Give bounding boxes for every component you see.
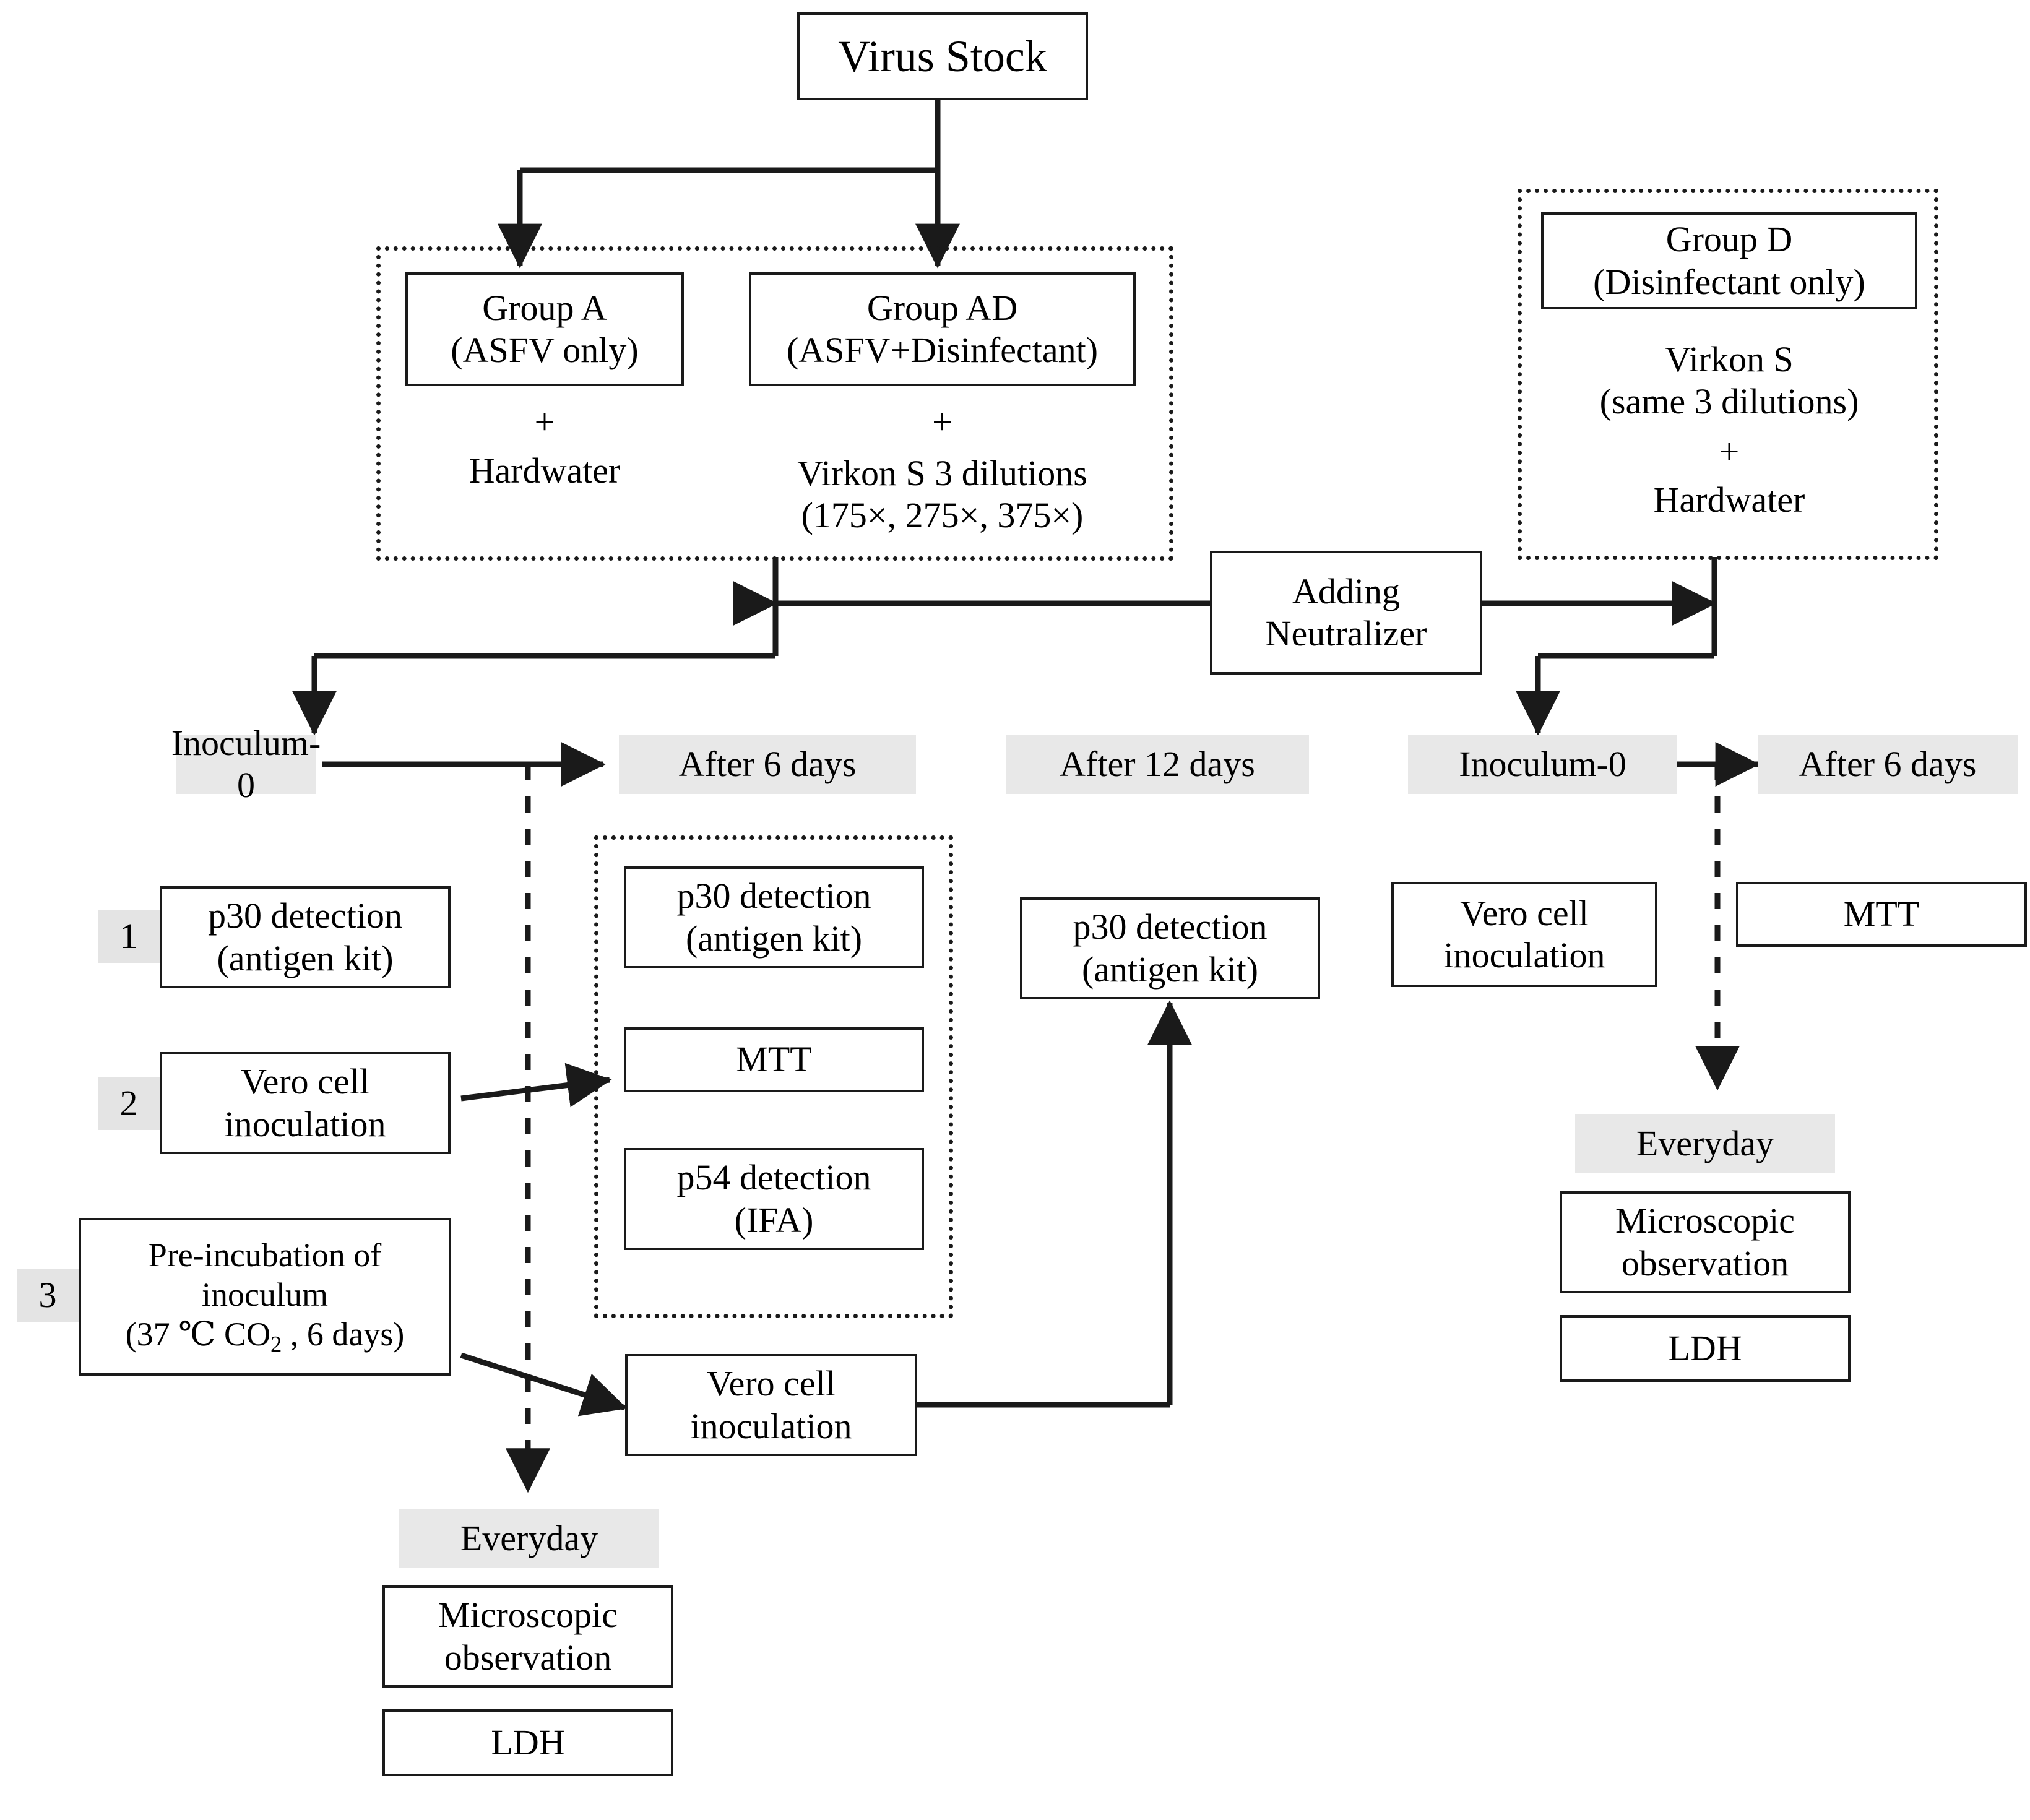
after12-label: After 12 days [1060, 743, 1255, 784]
neutralizer-line2: Neutralizer [1265, 613, 1427, 653]
header-inoculum0-left: Inoculum-0 [171, 723, 321, 805]
micro-right-line2: observation [1621, 1243, 1789, 1283]
right-vero-line2: inoculation [1443, 935, 1605, 975]
group-d-plus-label: + [1719, 431, 1740, 472]
badge-2-label: 2 [119, 1082, 138, 1123]
preinc-line3b: , 6 days) [282, 1315, 405, 1353]
group-ad-agent: Virkon S 3 dilutions (175×, 275×, 375×) [736, 448, 1148, 541]
header-after12: After 12 days [1006, 735, 1309, 794]
d6-p54-line2: (IFA) [734, 1199, 814, 1240]
preinc-line3-subscript: 2 [270, 1331, 282, 1357]
group-d-plus: + [1529, 431, 1930, 472]
header-after6-left: After 6 days [619, 735, 916, 794]
group-d-agent3: Hardwater [1529, 480, 1930, 520]
micro-left-line2: observation [444, 1637, 612, 1678]
group-d-agent-line3: Hardwater [1653, 479, 1805, 520]
link-preinc-to-midvero [460, 1352, 628, 1417]
group-ad-agent-line1: Virkon S 3 dilutions [797, 452, 1087, 493]
group-d-title: Group D [1665, 219, 1793, 260]
mid-vero-inoculation-box[interactable]: Vero cell inoculation [625, 1354, 917, 1456]
micro-left-line1: Microscopic [438, 1595, 618, 1636]
group-a-plus: + [405, 402, 684, 442]
right-mtt-box[interactable]: MTT [1736, 882, 2027, 947]
ldh-left-label: LDH [491, 1722, 565, 1762]
left-p30-line1: p30 detection [207, 895, 403, 936]
badge-3-label: 3 [38, 1274, 57, 1315]
d12-p30-line2: (antigen kit) [1081, 949, 1259, 990]
after6-assays-container [594, 835, 953, 1318]
pre-incubation-box[interactable]: Pre-incubation of inoculum (37 ℃ CO2 , 6… [79, 1218, 451, 1376]
group-a-ad-container [376, 246, 1173, 561]
right-vero-inoculation-box[interactable]: Vero cell inoculation [1391, 882, 1657, 987]
group-ad-title: Group AD [866, 287, 1018, 328]
d6-p30-detection-box[interactable]: p30 detection (antigen kit) [624, 866, 924, 968]
group-ad-box[interactable]: Group AD (ASFV+Disinfectant) [749, 272, 1136, 386]
d6-p30-line1: p30 detection [676, 876, 871, 916]
left-p30-line2: (antigen kit) [217, 938, 394, 978]
group-d-container [1518, 189, 1938, 560]
ldh-right-label: LDH [1668, 1327, 1742, 1368]
mid-vero-line2: inoculation [690, 1405, 852, 1446]
badge-3: 3 [17, 1269, 79, 1322]
virus-stock-box[interactable]: Virus Stock [797, 12, 1088, 100]
group-a-subtitle: (ASFV only) [451, 330, 639, 370]
group-a-title: Group A [482, 287, 607, 328]
badge-1: 1 [98, 910, 160, 963]
left-microscopic-observation-box[interactable]: Microscopic observation [382, 1585, 673, 1688]
group-ad-agent-line2: (175×, 275×, 375×) [801, 495, 1084, 535]
link-vero2-to-day6 [460, 1063, 612, 1108]
group-d-agent: Virkon S (same 3 dilutions) [1529, 334, 1930, 427]
group-a-agent-label: Hardwater [469, 450, 621, 491]
d12-p30-detection-box[interactable]: p30 detection (antigen kit) [1020, 897, 1320, 999]
adding-neutralizer-box[interactable]: Adding Neutralizer [1210, 551, 1482, 675]
left-vero-line2: inoculation [224, 1103, 386, 1144]
left-vero-inoculation-box[interactable]: Vero cell inoculation [160, 1052, 451, 1154]
micro-right-line1: Microscopic [1615, 1201, 1795, 1241]
header-after6-right: After 6 days [1758, 735, 2018, 794]
group-a-agent: Hardwater [405, 451, 684, 491]
left-ldh-box[interactable]: LDH [382, 1709, 673, 1776]
d6-mtt-label: MTT [736, 1039, 812, 1080]
header-everyday-left: Everyday [399, 1509, 659, 1568]
after6-left-label: After 6 days [678, 743, 857, 784]
preinc-line1: Pre-incubation of [148, 1236, 382, 1274]
group-ad-plus: + [749, 402, 1136, 442]
after6-right-label: After 6 days [1799, 743, 1977, 784]
badge-2: 2 [98, 1077, 160, 1130]
group-d-agent-line1: Virkon S [1665, 339, 1794, 379]
group-a-box[interactable]: Group A (ASFV only) [405, 272, 684, 386]
right-microscopic-observation-box[interactable]: Microscopic observation [1560, 1191, 1851, 1293]
d6-p54-detection-box[interactable]: p54 detection (IFA) [624, 1148, 924, 1250]
everyday-left-label: Everyday [460, 1517, 598, 1558]
inoculum0-right-label: Inoculum-0 [1459, 743, 1626, 784]
d6-mtt-box[interactable]: MTT [624, 1027, 924, 1092]
d6-p30-line2: (antigen kit) [685, 918, 863, 959]
left-vero-line1: Vero cell [241, 1061, 369, 1102]
virus-stock-label: Virus Stock [838, 31, 1047, 81]
badge-1-label: 1 [119, 915, 138, 956]
right-mtt-label: MTT [1843, 894, 1920, 934]
left-p30-detection-box[interactable]: p30 detection (antigen kit) [160, 886, 451, 988]
preinc-line2: inoculum [202, 1276, 328, 1314]
header-everyday-right: Everyday [1575, 1114, 1835, 1173]
group-d-box[interactable]: Group D (Disinfectant only) [1541, 212, 1917, 309]
mid-vero-line1: Vero cell [707, 1363, 836, 1404]
d6-p54-line1: p54 detection [676, 1157, 871, 1198]
neutralizer-line1: Adding [1292, 571, 1400, 611]
group-ad-plus-label: + [932, 401, 952, 442]
inoculum0-left-label: Inoculum-0 [171, 722, 321, 805]
right-vero-line1: Vero cell [1460, 892, 1589, 933]
group-a-plus-label: + [534, 401, 555, 442]
group-d-subtitle: (Disinfectant only) [1593, 261, 1865, 302]
group-d-agent-line2: (same 3 dilutions) [1599, 381, 1859, 421]
header-inoculum0-right: Inoculum-0 [1408, 735, 1677, 794]
d12-p30-line1: p30 detection [1073, 907, 1268, 947]
everyday-right-label: Everyday [1636, 1123, 1774, 1163]
preinc-line3a: (37 ℃ CO [125, 1315, 271, 1353]
group-ad-subtitle: (ASFV+Disinfectant) [786, 330, 1099, 370]
right-ldh-box[interactable]: LDH [1560, 1315, 1851, 1382]
preinc-line3: (37 ℃ CO2 , 6 days) [126, 1315, 405, 1358]
